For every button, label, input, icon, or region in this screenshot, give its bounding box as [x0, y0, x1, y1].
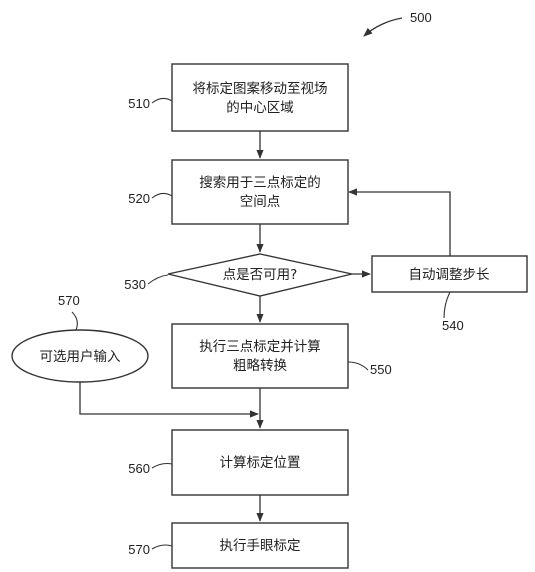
ref-510-leader: [151, 97, 173, 104]
ref-540-leader: [443, 291, 451, 319]
figure-pointer-arrow: [363, 17, 403, 37]
ref-570: 570: [128, 542, 150, 557]
ref-optional-input: 570: [58, 293, 80, 308]
step-520-box: [171, 159, 349, 225]
decision-530-diamond: [167, 253, 353, 297]
arrow-input-to-560: [79, 382, 259, 418]
step-550-box: [171, 323, 349, 389]
figure-number: 500: [410, 10, 432, 25]
step-520-line-1: 搜索用于三点标定的: [199, 175, 321, 191]
step-560-label: 计算标定位置: [220, 455, 301, 471]
ref-560-leader: [151, 462, 173, 469]
step-510-line-2: 的中心区域: [226, 100, 294, 116]
step-550-line-2: 粗略转换: [233, 358, 287, 374]
optional-input-ellipse: [11, 329, 149, 383]
arrow-540-to-520: [348, 188, 451, 256]
step-510-box: [171, 63, 349, 132]
ref-550: 550: [370, 362, 392, 377]
ref-570-leader: [151, 544, 173, 550]
ref-optional-input-leader: [71, 311, 78, 331]
optional-input-label: 可选用户输入: [40, 348, 121, 365]
step-570-label: 执行手眼标定: [220, 538, 301, 554]
ref-560: 560: [128, 461, 150, 476]
step-560-box: [171, 429, 349, 496]
ref-510: 510: [128, 96, 150, 111]
decision-530-label: 点是否可用?: [223, 267, 298, 283]
ref-540: 540: [442, 318, 464, 333]
step-510-line-1: 将标定图案移动至视场: [193, 80, 328, 97]
ref-520-leader: [151, 192, 173, 199]
ref-520: 520: [128, 191, 150, 206]
step-540-box: [371, 255, 528, 293]
step-550-line-1: 执行三点标定并计算: [199, 339, 321, 355]
step-520-line-2: 空间点: [240, 194, 281, 210]
ref-550-leader: [347, 361, 369, 371]
step-570-box: [171, 522, 349, 569]
ref-530-leader: [147, 274, 169, 285]
step-540-label: 自动调整步长: [409, 267, 490, 283]
ref-530: 530: [124, 277, 146, 292]
